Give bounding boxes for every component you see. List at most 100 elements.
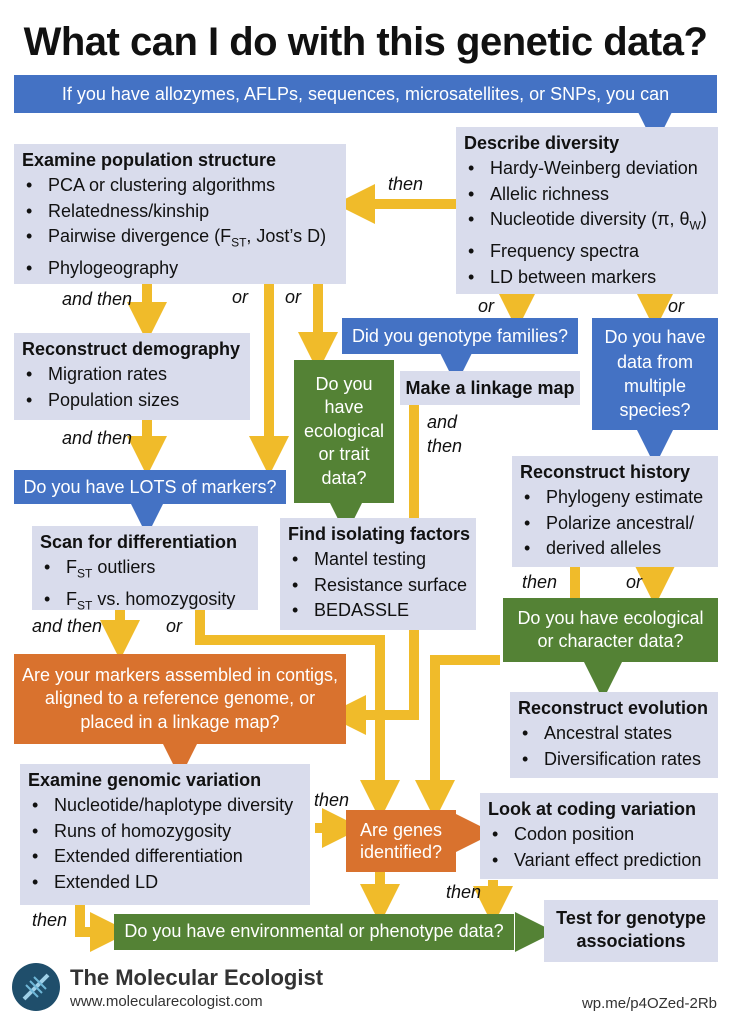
eco-character-text: Do you have ecological or character data…	[517, 607, 704, 651]
list-item: Frequency spectra	[464, 239, 712, 265]
label-then: then	[427, 436, 463, 456]
families-question-text: Did you genotype families?	[351, 325, 569, 346]
scan-differentiation-list: FST outliers FST vs. homozygosity	[40, 555, 252, 619]
label-and-then: and then	[32, 616, 103, 636]
label-or: or	[285, 287, 302, 307]
evolution-list: Ancestral states Diversification rates	[518, 721, 712, 772]
genes-identified-text: Are genes identified?	[359, 819, 443, 863]
list-item: Mantel testing	[288, 547, 470, 573]
ecological-trait-question: Do you have ecological or trait data?	[294, 360, 394, 503]
fst-text: F	[66, 557, 77, 577]
genomic-variation-title: Examine genomic variation	[28, 770, 262, 790]
list-item: Ancestral states	[518, 721, 712, 747]
page-title: What can I do with this genetic data?	[23, 20, 708, 64]
demography-title: Reconstruct demography	[22, 339, 241, 359]
arrow-genomic-to-env	[75, 905, 130, 952]
list-item: Polarize ancestral/	[520, 511, 712, 537]
list-item: Migration rates	[22, 362, 244, 388]
top-banner-text: If you have allozymes, AFLPs, sequences,…	[61, 83, 670, 104]
label-then: then	[32, 910, 68, 930]
population-structure-box: Examine population structure PCA or clus…	[14, 144, 346, 284]
outliers-text: outliers	[92, 557, 156, 577]
list-item: Population sizes	[22, 388, 244, 414]
ecological-trait-text: Do you have ecological or trait data?	[303, 374, 385, 488]
list-item: Extended LD	[28, 870, 304, 896]
population-structure-title: Examine population structure	[22, 150, 277, 170]
demography-box: Reconstruct demography Migration rates P…	[14, 333, 250, 420]
pairwise-rest: , Jost’s D)	[246, 226, 327, 246]
short-link[interactable]: wp.me/p4OZed-2Rb	[581, 995, 717, 1012]
label-or: or	[232, 287, 249, 307]
list-item: BEDASSLE	[288, 598, 470, 624]
linkage-map-box: Make a linkage map	[400, 371, 580, 405]
lots-markers-text: Do you have LOTS of markers?	[23, 476, 277, 497]
subscript: W	[689, 218, 701, 233]
label-and-then: and then	[62, 428, 133, 448]
history-box: Reconstruct history Phylogeny estimate P…	[512, 456, 718, 567]
fst-text: F	[66, 589, 77, 610]
list-item: FST outliers	[40, 555, 252, 587]
list-item: FST vs. homozygosity	[40, 587, 252, 619]
top-banner: If you have allozymes, AFLPs, sequences,…	[14, 75, 717, 113]
scan-differentiation-box: Scan for differentiation FST outliers FS…	[32, 526, 258, 613]
subscript: ST	[77, 566, 93, 581]
list-item: Hardy-Weinberg deviation	[464, 156, 712, 182]
label-or: or	[626, 572, 643, 592]
list-item: Nucleotide/haplotype diversity	[28, 793, 304, 819]
environment-phenotype-question: Do you have environmental or phenotype d…	[114, 914, 514, 950]
describe-diversity-list: Hardy-Weinberg deviation Allelic richnes…	[464, 156, 712, 290]
arrow-scan-to-genes	[195, 610, 400, 820]
list-item: Phylogeography	[22, 256, 340, 282]
list-item: Nucleotide diversity (π, θW)	[464, 207, 712, 239]
label-and: and	[427, 412, 458, 432]
label-then: then	[446, 882, 482, 902]
assembled-text: Are your markers assembled in contigs, a…	[21, 664, 339, 732]
site-url[interactable]: www.molecularecologist.com	[70, 993, 263, 1010]
environment-phenotype-text: Do you have environmental or phenotype d…	[124, 921, 504, 942]
arrow-linkage-to-assembled	[326, 405, 419, 735]
evolution-box: Reconstruct evolution Ancestral states D…	[510, 692, 718, 778]
coding-variation-box: Look at coding variation Codon position …	[480, 793, 718, 879]
brand-name: The Molecular Ecologist	[70, 965, 324, 990]
label-or: or	[478, 296, 495, 316]
isolating-factors-box: Find isolating factors Mantel testing Re…	[280, 518, 476, 630]
list-item: PCA or clustering algorithms	[22, 173, 340, 199]
homozygosity-text: vs. homozygosity	[92, 589, 236, 610]
closing-paren: )	[700, 209, 707, 229]
arrow-eco-to-coding	[415, 655, 500, 820]
describe-diversity-box: Describe diversity Hardy-Weinberg deviat…	[456, 127, 718, 294]
lots-markers-question: Do you have LOTS of markers?	[14, 470, 286, 504]
eco-character-question: Do you have ecological or character data…	[503, 598, 718, 662]
list-item: Phylogeny estimate	[520, 485, 712, 511]
history-list: Phylogeny estimate Polarize ancestral/ d…	[520, 485, 712, 562]
subscript: ST	[231, 235, 247, 250]
families-question: Did you genotype families?	[342, 318, 578, 354]
genotype-associations-title: Test for genotype associations	[556, 907, 706, 951]
label-and-then: and then	[62, 289, 133, 309]
genomic-variation-box: Examine genomic variation Nucleotide/hap…	[20, 764, 310, 905]
label-or: or	[668, 296, 685, 316]
subscript: ST	[77, 598, 93, 613]
list-item: LD between markers	[464, 265, 712, 291]
genomic-variation-list: Nucleotide/haplotype diversity Runs of h…	[28, 793, 304, 895]
list-item: Relatedness/kinship	[22, 199, 340, 225]
demography-list: Migration rates Population sizes	[22, 362, 244, 413]
genes-identified-question: Are genes identified?	[346, 810, 456, 872]
multiple-species-question: Do you have data from multiple species?	[592, 318, 718, 430]
coding-variation-title: Look at coding variation	[488, 799, 697, 819]
list-item: Runs of homozygosity	[28, 819, 304, 845]
list-item: Pairwise divergence (FST, Jost’s D)	[22, 224, 340, 256]
list-item: derived alleles	[520, 536, 712, 562]
label-or: or	[166, 616, 183, 636]
list-item: Codon position	[488, 822, 712, 848]
linkage-map-title: Make a linkage map	[405, 377, 575, 398]
evolution-title: Reconstruct evolution	[518, 698, 709, 718]
assembled-question: Are your markers assembled in contigs, a…	[14, 654, 346, 744]
pairwise-text: Pairwise divergence (F	[48, 226, 232, 246]
list-item: Allelic richness	[464, 182, 712, 208]
isolating-factors-title: Find isolating factors	[288, 524, 471, 544]
coding-variation-list: Codon position Variant effect prediction	[488, 822, 712, 873]
multiple-species-text: Do you have data from multiple species?	[604, 327, 706, 421]
label-then: then	[522, 572, 558, 592]
